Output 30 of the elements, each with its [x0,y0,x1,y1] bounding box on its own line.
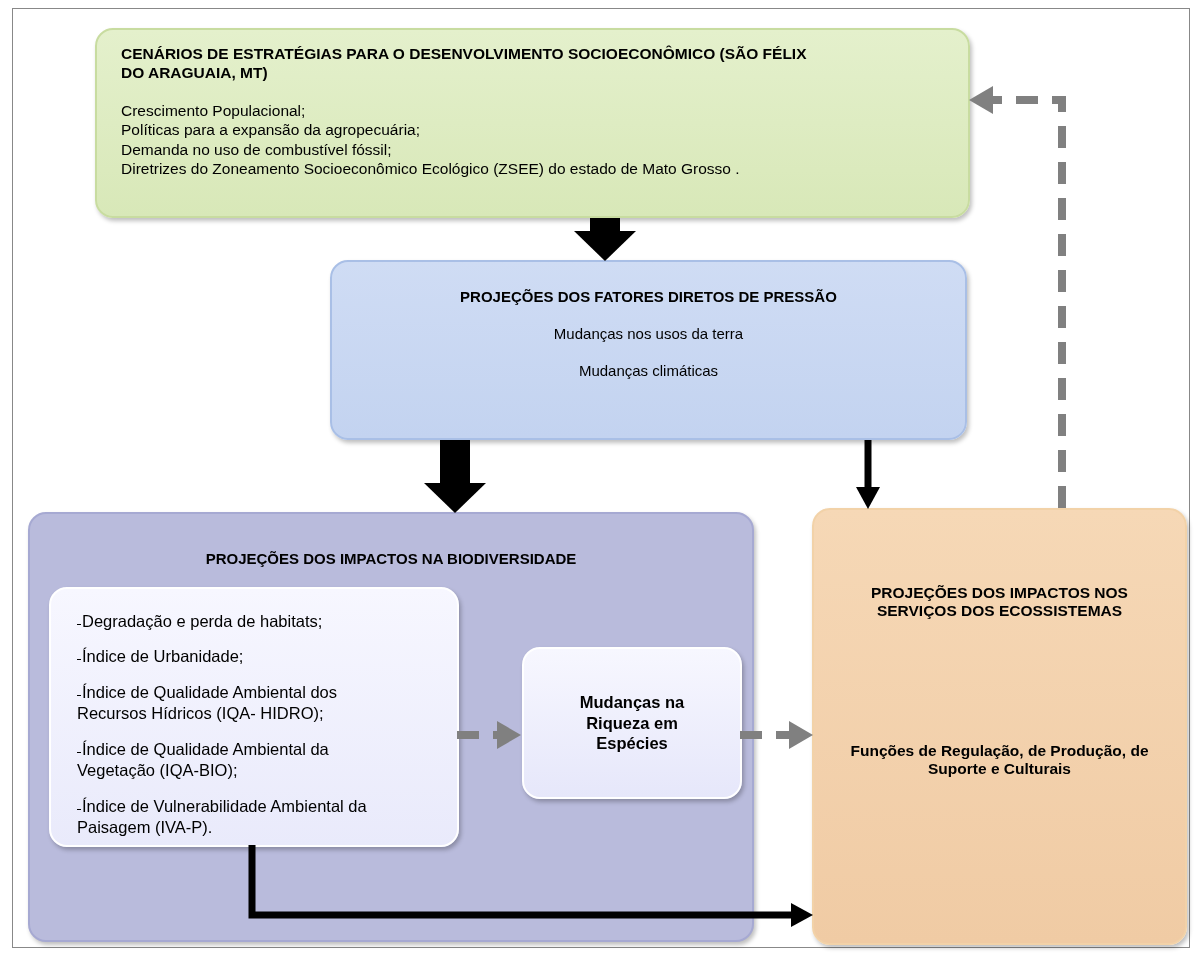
heading: PROJEÇÕES DOS FATORES DIRETOS DE PRESSÃO [459,288,838,305]
process-box [812,508,1187,945]
arrow [248,845,813,927]
arrow [574,218,636,261]
heading: PROJEÇÕES DOS IMPACTOS NA BIODIVERSIDADE [204,550,578,567]
body-text: Mudanças na Riqueza em Espécies [578,692,686,754]
arrow [740,721,813,749]
process-box [330,260,967,440]
list-item: Índice de Qualidade Ambiental dos Recursos Hídricos (IQA- HIDRO); [77,681,338,725]
arrow [969,86,1066,508]
arrow [856,440,880,509]
arrow [424,440,486,513]
list-item: Degradação e perda de habitats; [77,611,397,633]
list-item: Índice de Vulnerabilidade Ambiental da Paisagem (IVA-P). [77,795,368,839]
list-item: Demanda no uso de combustível fóssil; [121,139,393,159]
list-item: Crescimento Populacional; [121,100,307,121]
list-item: Diretrizes do Zoneamento Socioeconômico Ecológico (ZSEE) do estado de Mato Grosso . [121,158,741,179]
group-panel [28,512,754,942]
heading: PROJEÇÕES DOS IMPACTOS NOS SERVIÇOS DOS ECOSSISTEMAS [870,584,1129,620]
body-text: Mudanças nos usos da terra [552,325,745,342]
arrow [457,721,521,749]
process-box [522,647,742,799]
body-text: Funções de Regulação, de Produção, de Suporte e Culturais [849,742,1150,778]
heading: CENÁRIOS DE ESTRATÉGIAS PARA O DESENVOLVIMENTO SOCIOECONÔMICO (SÃO FÉLIX DO ARAGUAIA, MT) [121,44,808,83]
list-item: Índice de Urbanidade; [77,646,397,668]
list-item: Políticas para a expansão da agropecuária; [121,120,421,140]
list-box [49,587,459,847]
list-item: Índice de Qualidade Ambiental da Vegetação (IQA-BIO); [77,738,330,782]
body-text: Mudanças climáticas [577,362,720,379]
scenario-box [95,28,970,218]
